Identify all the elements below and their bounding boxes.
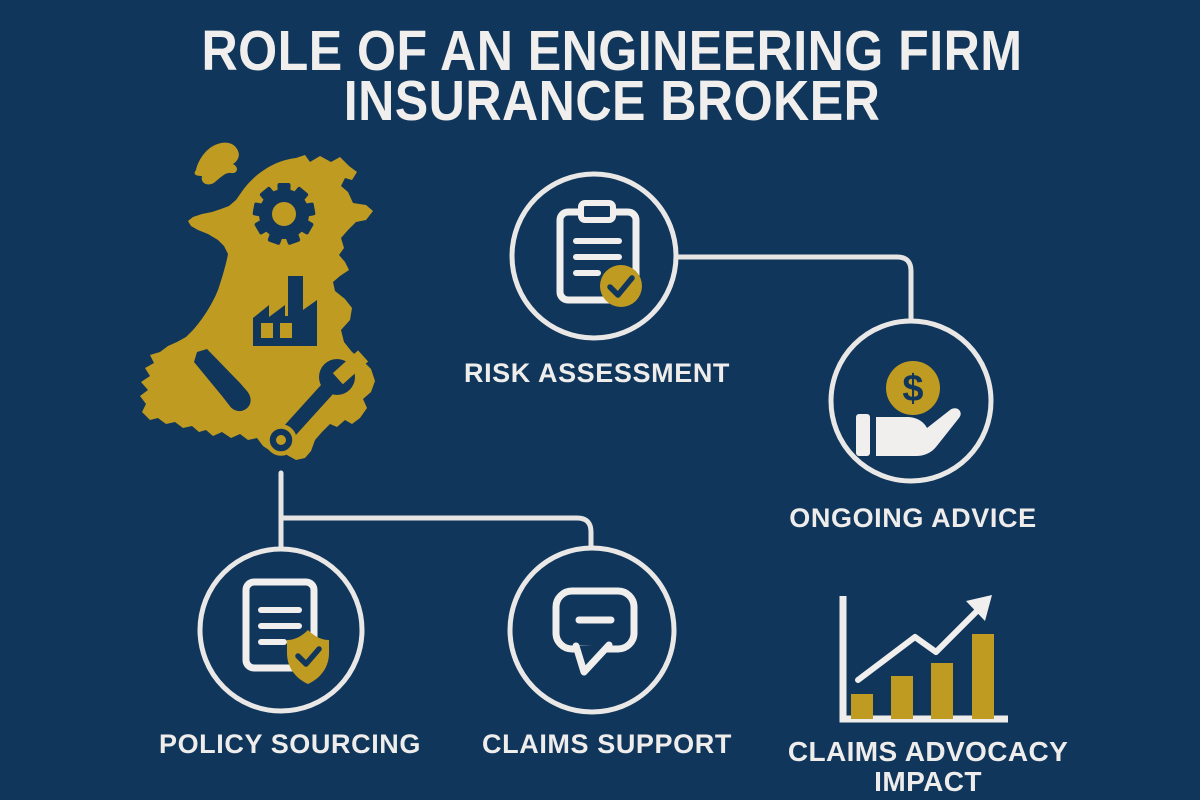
connector-risk-to-advice — [673, 254, 914, 324]
policy-sourcing-node — [197, 546, 365, 714]
risk-assessment-node — [509, 171, 679, 341]
wales-map-engineering-icon — [140, 142, 375, 460]
shield-badge-icon — [287, 630, 329, 684]
ongoing-advice-node: $ — [828, 318, 994, 484]
clipboard-check-icon — [556, 200, 642, 307]
chisel-icon — [194, 349, 251, 412]
page-title-line2: INSURANCE BROKER — [343, 69, 881, 133]
speech-bubble-icon — [552, 587, 638, 676]
claims-support-node — [507, 545, 677, 715]
policy-sourcing-circle — [197, 546, 365, 714]
growth-bar-chart-icon — [839, 595, 1008, 723]
claims-support-circle — [507, 545, 677, 715]
trend-arrow-icon — [855, 595, 992, 683]
chart-bars — [851, 634, 994, 719]
gear-icon — [252, 183, 316, 245]
policy-sourcing-label: POLICY SOURCING — [158, 729, 422, 759]
wrench-icon — [265, 350, 369, 456]
hand-coin-icon: $ — [856, 361, 961, 456]
ongoing-advice-label: ONGOING ADVICE — [789, 503, 1037, 533]
claims-advocacy-label-line1: CLAIMS ADVOCACY — [787, 736, 1069, 767]
page-title-line1: ROLE OF AN ENGINEERING FIRM — [201, 19, 1023, 83]
anglesey-island-shape — [194, 142, 239, 185]
factory-icon — [253, 276, 317, 346]
claims-advocacy-impact-label: CLAIMS ADVOCACY IMPACT — [708, 737, 1148, 797]
dollar-symbol: $ — [902, 368, 923, 410]
risk-assessment-label: RISK ASSESSMENT — [463, 358, 731, 388]
connector-policy-branch-to-claims — [278, 515, 594, 550]
page-title: ROLE OF AN ENGINEERING FIRM INSURANCE BR… — [12, 19, 1200, 133]
claims-advocacy-label-line2: IMPACT — [874, 766, 982, 797]
claims-support-label: CLAIMS SUPPORT — [482, 729, 732, 759]
check-badge-icon — [600, 265, 642, 307]
document-shield-icon — [242, 578, 329, 684]
wales-mainland-shape — [140, 155, 375, 460]
dollar-coin-icon — [886, 361, 940, 415]
